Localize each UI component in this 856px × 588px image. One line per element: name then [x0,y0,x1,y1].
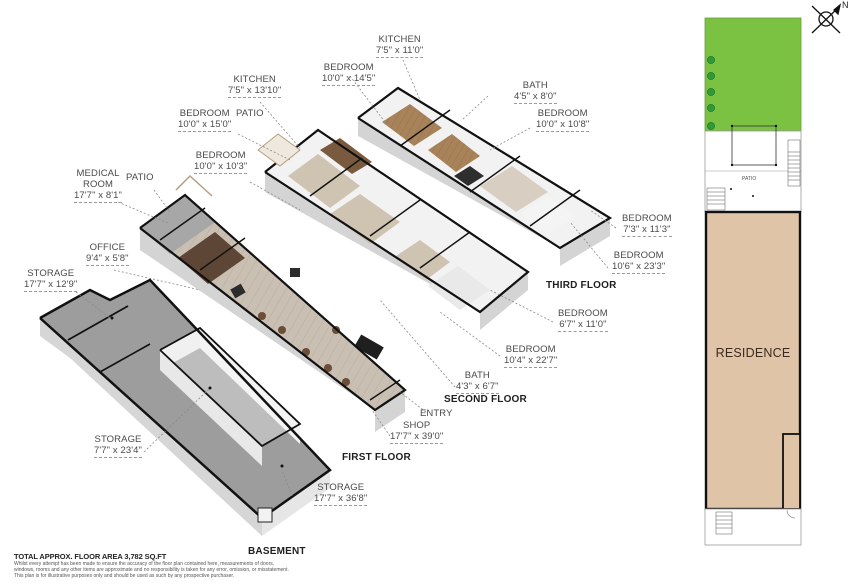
room-label-third-kitchen: KITCHEN 7'5" x 11'0" [376,34,424,58]
room-label-second-bath: BATH 4'3" x 6'7" [456,370,499,394]
disclaimer-line-1: Whilst every attempt has been made to en… [14,561,275,567]
floor-title-first: FIRST FLOOR [342,452,411,463]
room-label-second-bedroom-3: BEDROOM 6'7" x 11'0" [558,308,608,332]
floor-area-footer: TOTAL APPROX. FLOOR AREA 3,782 SQ.FT Whi… [14,552,354,580]
room-label-third-bath: BATH 4'5" x 8'0" [514,80,557,104]
compass-north-label: N [842,0,849,10]
floor-title-third: THIRD FLOOR [546,280,617,291]
room-label-basement-storage-2: STORAGE 7'7" x 23'4" [94,434,143,458]
room-label-third-bedroom-3: BEDROOM 7'3" x 11'3" [622,213,672,237]
room-label-first-office: OFFICE 9'4" x 5'8" [86,242,129,266]
room-label-third-bedroom-2: BEDROOM 10'0" x 10'8" [536,108,590,132]
basement-plan [39,278,332,536]
room-label-second-kitchen: KITCHEN 7'5" x 13'10" [228,74,282,98]
site-plan [704,17,802,546]
site-plan-patio-label: PATIO [742,176,757,182]
first-floor-plan [139,174,407,432]
leader-lines [75,59,617,497]
room-label-first-entry: ENTRY [420,408,453,419]
room-label-second-bedroom-2: BEDROOM 10'0" x 10'3" [194,150,248,174]
room-label-second-patio: PATIO [236,108,264,119]
floor-title-second: SECOND FLOOR [444,394,527,405]
disclaimer-line-2: windows, rooms and any other items are a… [14,567,289,574]
total-floor-area: TOTAL APPROX. FLOOR AREA 3,782 SQ.FT [14,552,167,561]
site-plan-residence-label: RESIDENCE [715,346,791,360]
room-label-third-bedroom-4: BEDROOM 10'6" x 23'3" [612,250,666,274]
disclaimer-line-3: This plan is for illustrative purposes o… [14,573,235,580]
room-label-first-patio: PATIO [126,172,154,183]
third-floor-plan [357,86,613,266]
room-label-basement-storage-1: STORAGE 17'7" x 12'9" [24,268,78,292]
room-label-third-bedroom-1: BEDROOM 10'0" x 14'5" [322,62,376,86]
room-label-second-bedroom-1: BEDROOM 10'0" x 15'0" [178,108,232,132]
room-label-first-shop: SHOP 17'7" x 39'0" [390,420,444,444]
second-floor-plan [257,128,530,330]
room-label-basement-storage-3: STORAGE 17'7" x 36'8" [314,482,368,506]
room-label-first-medical-room: MEDICAL ROOM 17'7" x 8'1" [74,168,123,203]
room-label-second-bedroom-4: BEDROOM 10'4" x 22'7" [504,344,558,368]
floor-title-basement: BASEMENT [248,546,306,557]
tree-icons [707,56,715,130]
north-arrow-icon [811,3,842,34]
